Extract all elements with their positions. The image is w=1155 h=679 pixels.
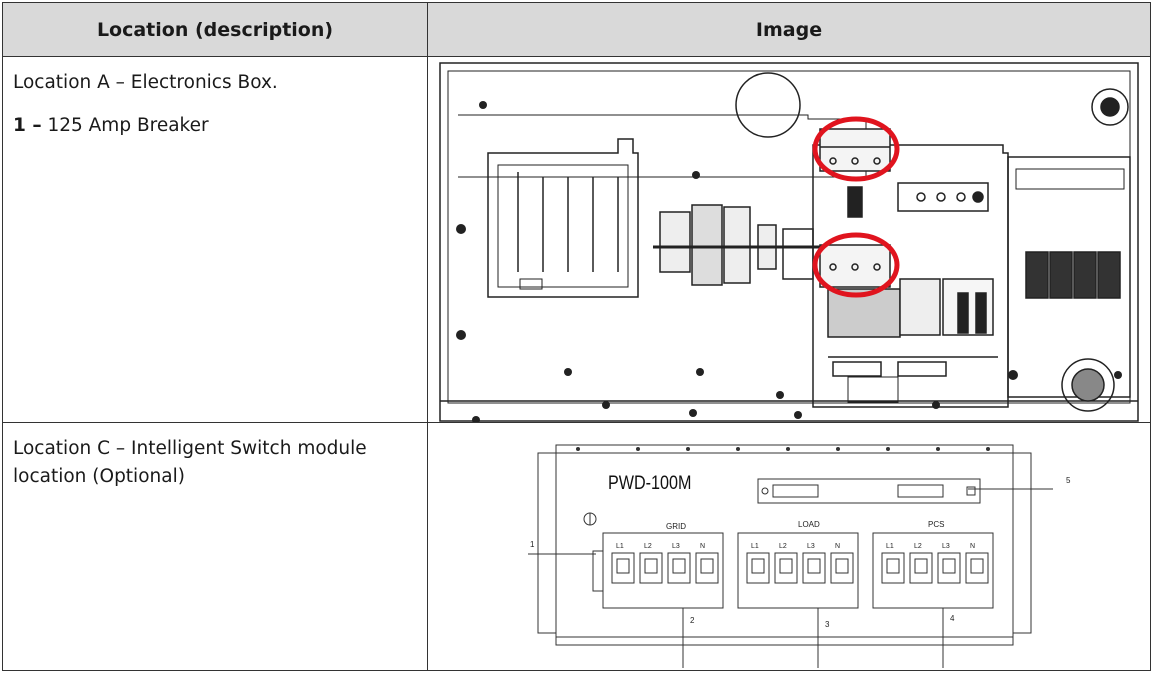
terminal-clamp bbox=[937, 552, 961, 584]
left-bracket bbox=[487, 138, 639, 298]
terminal-clamp bbox=[965, 552, 989, 584]
callout-3: 3 bbox=[825, 620, 830, 629]
header-location: Location (description) bbox=[2, 2, 428, 57]
location-a-title: Location A – Electronics Box. bbox=[13, 72, 278, 93]
callout-5: 5 bbox=[1066, 476, 1071, 485]
breaker-highlight-upper bbox=[812, 116, 900, 182]
terminal-clamp bbox=[746, 552, 770, 584]
terminal-clamp bbox=[909, 552, 933, 584]
terminal-label: N bbox=[700, 543, 705, 550]
terminal-label: N bbox=[970, 543, 975, 550]
knob-circle bbox=[735, 72, 801, 138]
terminal-label: L1 bbox=[616, 543, 624, 550]
terminal-screw bbox=[914, 558, 928, 574]
header-image: Image bbox=[427, 2, 1151, 57]
item-text: 125 Amp Breaker bbox=[41, 115, 209, 136]
terminal-screw bbox=[886, 558, 900, 574]
terminal-clamp bbox=[611, 552, 635, 584]
terminal-label: L1 bbox=[886, 543, 894, 550]
terminal-label: L2 bbox=[644, 543, 652, 550]
location-c-title: Location C – Intelligent Switch module l… bbox=[13, 438, 367, 487]
terminal-label: L3 bbox=[942, 543, 950, 550]
enclosure-outline bbox=[439, 62, 1139, 422]
location-c-description: Location C – Intelligent Switch module l… bbox=[2, 422, 428, 671]
terminal-screw bbox=[970, 558, 984, 574]
terminal-clamp bbox=[667, 552, 691, 584]
location-a-image-cell bbox=[427, 56, 1151, 423]
terminal-label: L3 bbox=[672, 543, 680, 550]
terminal-clamp bbox=[695, 552, 719, 584]
terminal-label: L3 bbox=[807, 543, 815, 550]
terminal-screw bbox=[644, 558, 658, 574]
terminal-screw bbox=[807, 558, 821, 574]
callout-1: 1 bbox=[530, 540, 535, 549]
terminal-label: L1 bbox=[751, 543, 759, 550]
terminal-clamp bbox=[881, 552, 905, 584]
terminal-clamp bbox=[639, 552, 663, 584]
switch-module-drawing: L1 L2 L3 N L1 L2 L3 N L1 L2 L3 N PWD-100M GRID LOAD… bbox=[528, 444, 1071, 668]
callout-4: 4 bbox=[950, 614, 955, 623]
lower-breaker bbox=[819, 244, 891, 288]
terminal-label: N bbox=[835, 543, 840, 550]
terminal-clamp bbox=[802, 552, 826, 584]
terminal-screw bbox=[751, 558, 765, 574]
group-label-load: LOAD bbox=[798, 520, 820, 529]
callout-2: 2 bbox=[690, 616, 695, 625]
location-a-description: Location A – Electronics Box. 1 – 125 Am… bbox=[2, 56, 428, 423]
breaker-highlight-lower bbox=[812, 232, 900, 298]
location-c-image-cell: L1 L2 L3 N L1 L2 L3 N L1 L2 L3 N PWD-100M GRID LOAD… bbox=[427, 422, 1151, 671]
terminal-screw bbox=[616, 558, 630, 574]
group-label-grid: GRID bbox=[666, 522, 686, 531]
terminal-clamp bbox=[774, 552, 798, 584]
electronics-box-drawing bbox=[439, 62, 1139, 422]
terminal-screw bbox=[835, 558, 849, 574]
terminal-screw bbox=[779, 558, 793, 574]
terminal-label: L2 bbox=[914, 543, 922, 550]
terminal-screw bbox=[700, 558, 714, 574]
item-number: 1 – bbox=[13, 115, 42, 136]
terminal-label: L2 bbox=[779, 543, 787, 550]
model-label: PWD-100M bbox=[608, 472, 691, 494]
group-label-pcs: PCS bbox=[928, 520, 944, 529]
display-panel bbox=[757, 478, 981, 504]
terminal-screw bbox=[942, 558, 956, 574]
terminal-clamp bbox=[830, 552, 854, 584]
location-a-item: 1 – 125 Amp Breaker bbox=[13, 112, 417, 140]
terminal-screw bbox=[672, 558, 686, 574]
